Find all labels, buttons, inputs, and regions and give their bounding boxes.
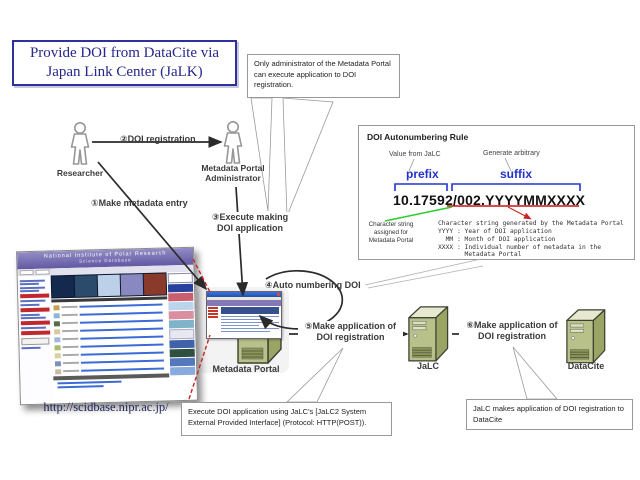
arrow-auto-numbering-loop bbox=[258, 269, 344, 330]
prefix-pointer-green-line bbox=[384, 206, 453, 222]
arrow-execute-application bbox=[235, 186, 249, 297]
close-icon bbox=[277, 293, 280, 296]
researcher-label: Researcher bbox=[56, 168, 104, 178]
mini-site-body bbox=[207, 306, 281, 336]
suffix-bracket bbox=[451, 183, 581, 191]
callout-tail bbox=[282, 97, 334, 217]
slide-title: Provide DOI from DataCite via Japan Link… bbox=[12, 40, 237, 86]
prefix-leader-line bbox=[408, 158, 415, 172]
doi-box-title: DOI Autonumbering Rule bbox=[367, 132, 469, 142]
step2-label: ②DOI registration bbox=[120, 134, 196, 144]
doi-box-leader-line bbox=[364, 258, 484, 289]
doi-autonumbering-box: DOI Autonumbering Rule Value from JaLC G… bbox=[358, 125, 635, 260]
callout-tail bbox=[512, 346, 558, 400]
mini-browser-menubar bbox=[207, 297, 281, 300]
step3-label: ③Execute making DOI application bbox=[205, 212, 295, 234]
zoom-indicator-line bbox=[188, 334, 211, 400]
step1-label: ①Make metadata entry bbox=[91, 198, 188, 208]
step4-label: ④Auto numbering DOI bbox=[265, 280, 361, 290]
website-url: http://scidbase.nipr.ac.jp/ bbox=[43, 400, 169, 414]
prefix-bracket bbox=[394, 183, 448, 191]
admin-label: Metadata Portal Administrator bbox=[201, 163, 265, 184]
api-note-callout: Execute DOI application using JaLC's [Ja… bbox=[181, 402, 392, 436]
suffix-note: Character string generated by the Metada… bbox=[438, 220, 624, 259]
mini-site-header bbox=[207, 300, 281, 306]
suffix-leader-line bbox=[504, 157, 512, 172]
prefix-label: prefix bbox=[406, 167, 439, 181]
datacite-label: DataCite bbox=[567, 361, 605, 371]
callout-tail bbox=[250, 97, 273, 212]
step5-label: ⑤Make application of DOI registration bbox=[298, 321, 403, 343]
suffix-pointer-red-line bbox=[507, 206, 532, 220]
admin-note-callout: Only administrator of the Metadata Porta… bbox=[247, 54, 400, 98]
prefix-note: Character string assigned for Metadata P… bbox=[368, 221, 414, 244]
suffix-source-label: Generate arbitrary bbox=[483, 150, 540, 157]
callout-tail bbox=[286, 347, 344, 403]
slide-title-line2: Japan Link Center (JaLK) bbox=[46, 64, 203, 80]
prefix-source-label: Value from JaLC bbox=[389, 151, 441, 158]
portal-label: Metadata Portal bbox=[212, 364, 280, 374]
mini-site-sidebar bbox=[207, 306, 219, 336]
arrow-make-metadata-entry bbox=[97, 161, 208, 291]
jalc-label: JaLC bbox=[416, 361, 439, 371]
step6-label: ⑥Make application of DOI registration bbox=[459, 320, 565, 342]
datacite-note-callout: JaLC makes application of DOI registrati… bbox=[466, 399, 633, 430]
suffix-label: suffix bbox=[500, 167, 533, 181]
doi-example: 10.17592/002.YYYYMMXXXX bbox=[393, 192, 586, 208]
slide-title-text: Provide DOI from DataCite via Japan Link… bbox=[30, 44, 219, 82]
slide-title-line1: Provide DOI from DataCite via bbox=[29, 45, 220, 62]
mini-site-content bbox=[219, 306, 281, 336]
